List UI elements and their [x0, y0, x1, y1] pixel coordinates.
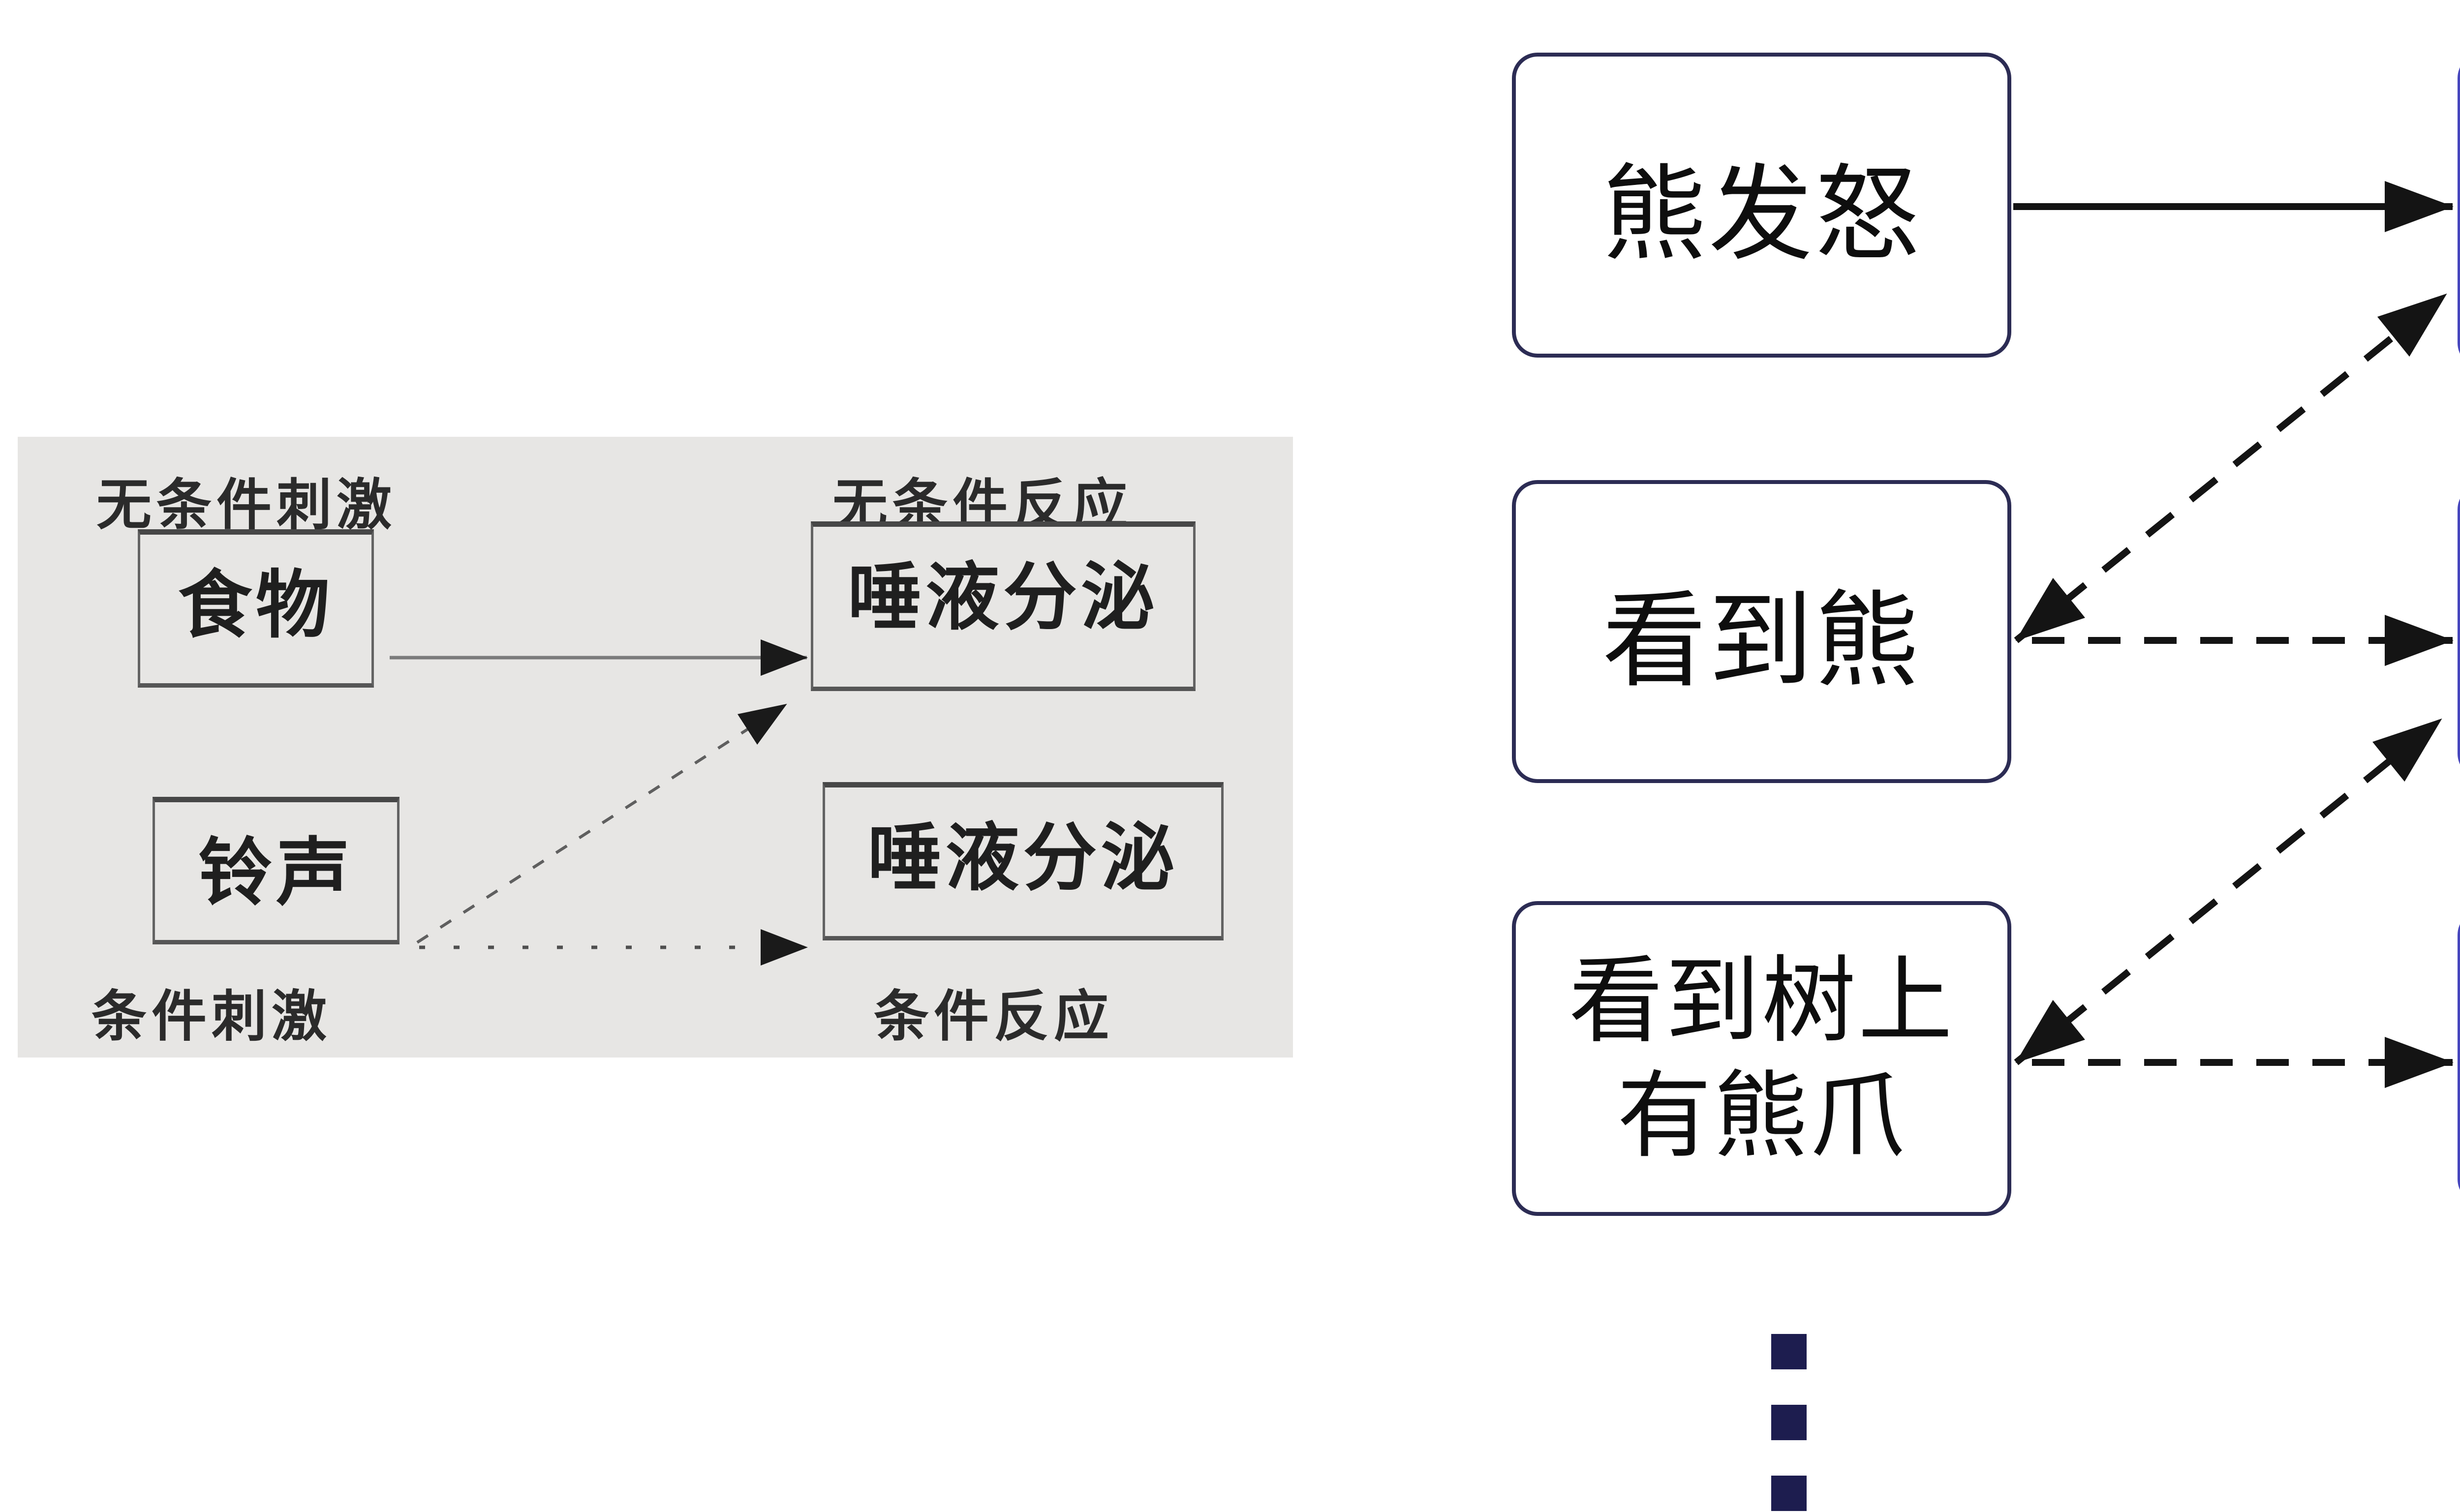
- node-v-s: V(s): [2458, 909, 2460, 1205]
- node-bear-angry: 熊发怒: [1512, 53, 2011, 358]
- ellipsis-dot-left-3: [1771, 1476, 1807, 1511]
- box-saliva-unconditioned-label: 唾液分泌: [847, 556, 1159, 638]
- ellipsis-dot-left-1: [1771, 1334, 1807, 1369]
- label-conditioned-response: 条件反应: [874, 986, 1114, 1047]
- arrow-see-claws-to-v-prime-dashed: [2014, 716, 2444, 1065]
- node-see-bear: 看到熊: [1512, 480, 2011, 783]
- node-reward: 奖励: [2458, 53, 2460, 368]
- box-saliva-conditioned-label: 唾液分泌: [867, 816, 1179, 899]
- arrow-see-bear-to-reward-dashed: [2014, 291, 2449, 643]
- pavlov-panel: 无条件刺激 无条件反应 食物 唾液分泌 铃声 唾液分泌 条件刺激 条件反应: [18, 437, 1293, 1058]
- node-bear-angry-label: 熊发怒: [1602, 155, 1921, 272]
- box-food: 食物: [138, 529, 374, 688]
- node-see-claws-line2: 有熊爪: [1617, 1063, 1906, 1169]
- box-bell-label: 铃声: [198, 831, 354, 914]
- box-saliva-conditioned: 唾液分泌: [823, 782, 1224, 940]
- box-saliva-unconditioned: 唾液分泌: [811, 521, 1196, 691]
- node-see-claws: 看到树上 有熊爪: [1512, 901, 2011, 1216]
- box-food-label: 食物: [178, 564, 334, 646]
- label-unconditioned-stimulus: 无条件刺激: [96, 474, 397, 536]
- node-see-claws-label: 看到树上 有熊爪: [1569, 943, 1955, 1174]
- ellipsis-dot-left-2: [1771, 1405, 1807, 1440]
- node-see-bear-label: 看到熊: [1602, 582, 1921, 699]
- node-v-s-prime: V(s′): [2458, 484, 2460, 779]
- node-see-claws-line1: 看到树上: [1568, 947, 1955, 1054]
- label-conditioned-stimulus: 条件刺激: [92, 986, 332, 1047]
- box-bell: 铃声: [153, 797, 400, 944]
